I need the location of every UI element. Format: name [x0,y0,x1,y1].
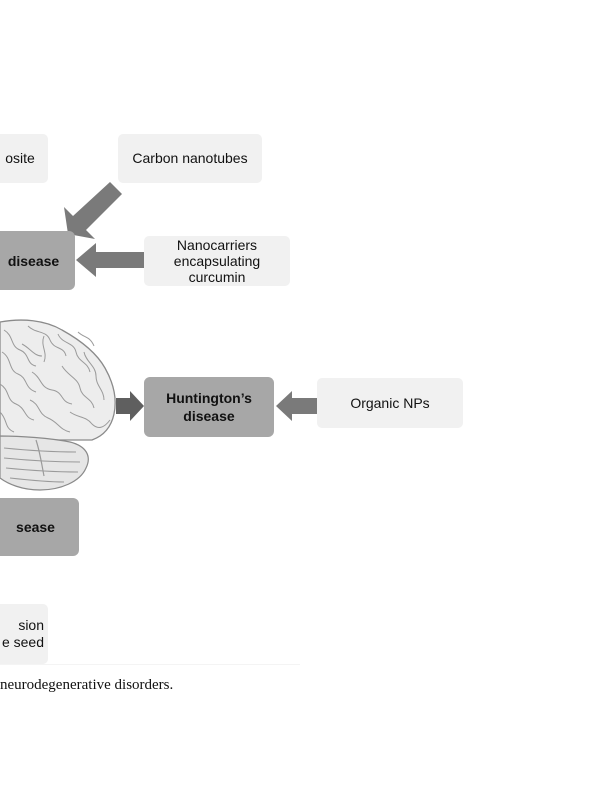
arrow-carbon-to-disease [64,182,122,239]
node-organic-nps-label: Organic NPs [350,394,430,411]
node-carbon-nanotubes-label: Carbon nanotubes [132,150,248,166]
node-disease-bottom-label: sease [16,519,55,535]
node-organic-nps: Organic NPs [317,378,463,428]
node-composite-partial: osite [0,134,48,183]
figure-caption: neurodegenerative disorders. [0,677,174,693]
node-huntingtons: Huntington’s disease [144,377,274,437]
arrow-organic-to-huntingtons [276,391,317,421]
arrow-nanocarriers-to-disease [76,243,144,277]
figure-bottom-divider [0,664,300,665]
arrow-brain-to-huntingtons [116,391,144,421]
node-nanocarriers: Nanocarriers encapsulating curcumin [144,236,290,286]
node-disease-bottom: sease [0,498,79,556]
node-nanocarriers-label: Nanocarriers encapsulating curcumin [173,237,261,285]
node-composite-label: osite [5,150,35,166]
node-seed-partial: sion e seed [0,604,48,664]
node-carbon-nanotubes: Carbon nanotubes [118,134,262,183]
node-huntingtons-label: Huntington’s disease [166,390,252,424]
node-seed-label: sion e seed [1,617,44,650]
node-disease-top: disease [0,231,75,290]
node-disease-top-label: disease [7,252,60,269]
